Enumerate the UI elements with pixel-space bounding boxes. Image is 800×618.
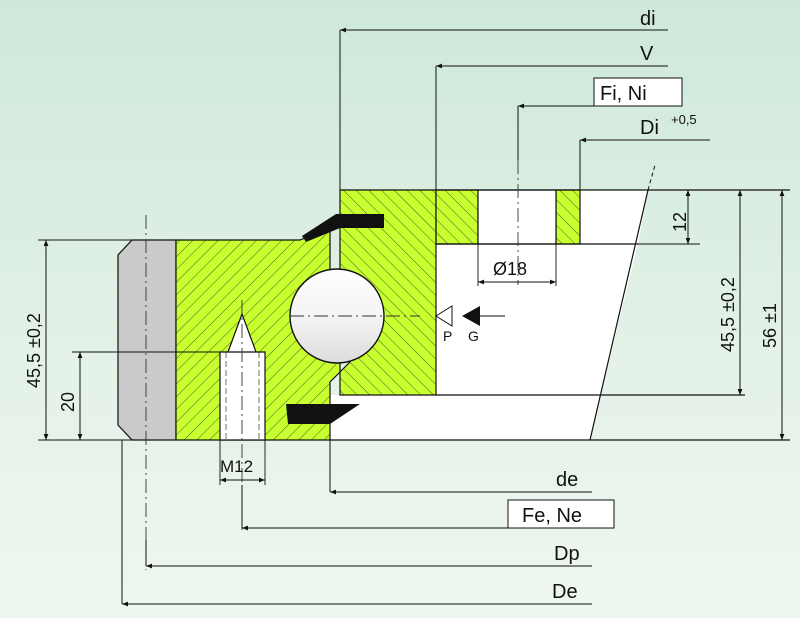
label-height-455-right: 45,5 ±0,2 <box>718 277 738 352</box>
label-m12: M12 <box>220 457 253 476</box>
label-g: G <box>468 328 479 344</box>
fini-box <box>593 77 683 107</box>
raceway-white-area <box>330 244 638 440</box>
flange-segment <box>555 189 581 245</box>
label-height-56: 56 ±1 <box>760 303 780 348</box>
label-fi-ni: Fi, Ni <box>600 83 647 105</box>
label-height-20: 20 <box>58 392 78 412</box>
g-arrow-icon <box>462 306 480 326</box>
label-height-12: 12 <box>670 212 690 232</box>
outer-ring-gray <box>117 239 177 441</box>
label-di-outer-tol: +0,5 <box>671 112 697 127</box>
label-hole-dia: Ø18 <box>493 259 527 279</box>
taper-dashed-top <box>647 164 656 191</box>
seal-top <box>302 214 384 242</box>
mounting-hole-area <box>477 189 557 245</box>
label-p: P <box>443 328 452 344</box>
taper-line <box>589 189 649 441</box>
label-height-455-left: 45,5 ±0,2 <box>24 313 44 388</box>
label-di: di <box>640 8 656 30</box>
label-de: de <box>556 469 578 491</box>
label-de-outer: De <box>552 581 578 603</box>
label-fe-ne: Fe, Ne <box>522 505 582 527</box>
label-v: V <box>640 43 654 65</box>
inner-ring-flange <box>435 189 479 245</box>
label-di-outer: Di <box>640 117 659 139</box>
seal-bottom <box>286 404 360 424</box>
label-dp: Dp <box>554 543 580 565</box>
p-arrow-icon <box>435 305 453 327</box>
fene-box <box>507 499 615 529</box>
